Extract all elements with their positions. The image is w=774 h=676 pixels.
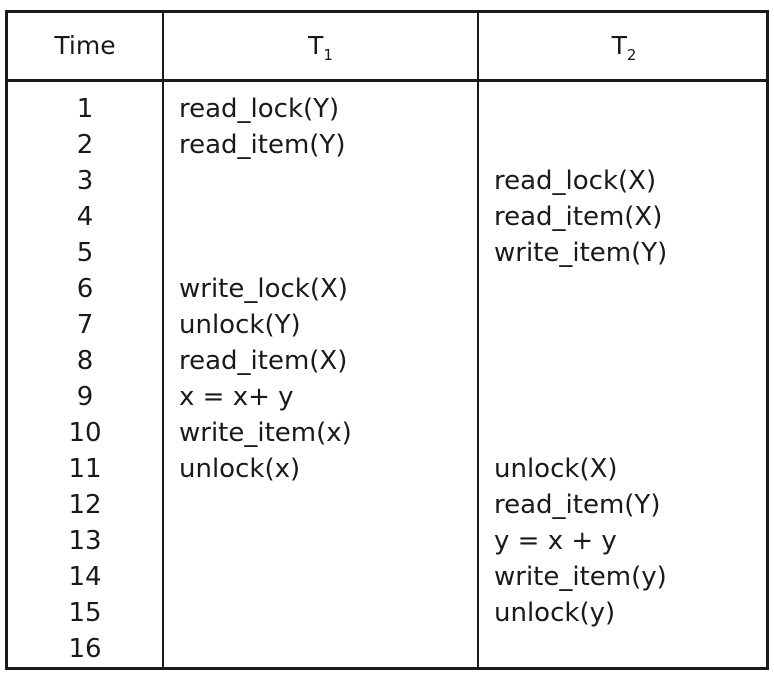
cell-t2-operation: y = x + y — [494, 526, 617, 556]
cell-time: 1 — [76, 94, 94, 124]
cell-time: 13 — [68, 526, 102, 556]
cell-time: 4 — [76, 202, 94, 232]
cell-time: 15 — [68, 598, 102, 628]
header-t2-subscript: 2 — [626, 46, 637, 64]
table-row: 2 read_item(Y) — [8, 127, 766, 163]
header-divider — [8, 79, 766, 82]
cell-t2-operation: write_item(y) — [494, 562, 667, 592]
column-divider-time — [162, 13, 164, 667]
table-row: 10 write_item(x) — [8, 415, 766, 451]
cell-t2-operation: unlock(y) — [494, 598, 616, 628]
cell-t2-operation: read_lock(X) — [494, 166, 657, 196]
table-row: 3 read_lock(X) — [8, 163, 766, 199]
cell-time: 12 — [68, 490, 102, 520]
cell-time: 8 — [76, 346, 94, 376]
table-row: 8 read_item(X) — [8, 343, 766, 379]
cell-t1-operation: read_item(X) — [179, 346, 348, 376]
cell-t2-operation: read_item(X) — [494, 202, 663, 232]
table-row: 13 y = x + y — [8, 523, 766, 559]
cell-t1-operation: unlock(x) — [179, 454, 301, 484]
header-time: Time — [54, 31, 116, 60]
cell-time: 3 — [76, 166, 94, 196]
header-t1-label: T — [308, 31, 324, 60]
table-row: 15 unlock(y) — [8, 595, 766, 631]
table-row: 9 x = x+ y — [8, 379, 766, 415]
cell-t1-operation: read_item(Y) — [179, 130, 346, 160]
column-divider-t1 — [477, 13, 479, 667]
cell-time: 10 — [68, 418, 102, 448]
table-row: 14 write_item(y) — [8, 559, 766, 595]
cell-t1-operation: write_lock(X) — [179, 274, 348, 304]
cell-t1-operation: write_item(x) — [179, 418, 352, 448]
cell-t2-operation: unlock(X) — [494, 454, 618, 484]
table-row: 11 unlock(x) unlock(X) — [8, 451, 766, 487]
table-row: 7 unlock(Y) — [8, 307, 766, 343]
cell-time: 5 — [76, 238, 94, 268]
cell-t1-operation: read_lock(Y) — [179, 94, 340, 124]
cell-t2-operation: write_item(Y) — [494, 238, 668, 268]
table-row: 6 write_lock(X) — [8, 271, 766, 307]
header-t2-label: T — [611, 31, 627, 60]
cell-time: 16 — [68, 634, 102, 664]
table-row: 1 read_lock(Y) — [8, 91, 766, 127]
header-t1: T1 — [164, 13, 477, 79]
cell-t2-operation: read_item(Y) — [494, 490, 661, 520]
cell-time: 6 — [76, 274, 94, 304]
cell-t1-operation: x = x+ y — [179, 382, 294, 412]
table-row: 12 read_item(Y) — [8, 487, 766, 523]
cell-time: 14 — [68, 562, 102, 592]
cell-t1-operation: unlock(Y) — [179, 310, 301, 340]
table-row: 4 read_item(X) — [8, 199, 766, 235]
header-t1-subscript: 1 — [323, 46, 333, 64]
cell-time: 9 — [76, 382, 94, 412]
cell-time: 11 — [68, 454, 102, 484]
header-t2: T2 — [479, 13, 769, 79]
cell-time: 7 — [76, 310, 94, 340]
cell-time: 2 — [76, 130, 94, 160]
table-row: 5 write_item(Y) — [8, 235, 766, 271]
table-row: 16 — [8, 631, 766, 667]
